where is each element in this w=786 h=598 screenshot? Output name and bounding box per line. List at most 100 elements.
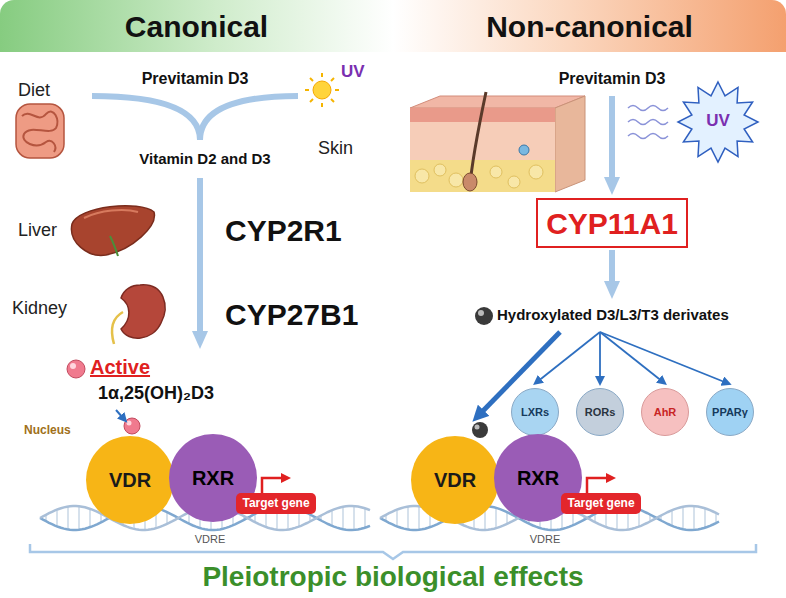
dna-rung [56, 510, 58, 527]
skin-illustration [463, 173, 477, 191]
uv-label: UV [706, 111, 730, 131]
dna-rung [693, 506, 695, 530]
skin-illustration [410, 122, 555, 160]
sun-icon [313, 81, 331, 99]
receptor-name: LXRs [521, 406, 549, 418]
dna-rung [506, 512, 508, 524]
uv-waves [628, 106, 668, 139]
sun-icon [321, 103, 323, 107]
skin-illustration [490, 166, 502, 178]
gene-box: Target gene [561, 493, 641, 514]
enzyme-box: CYP11A1 [536, 198, 688, 248]
skin-illustration [410, 92, 585, 192]
dna-element-label: VDRE [530, 533, 561, 546]
active-label: Active [90, 356, 150, 379]
skin-illustration [415, 164, 543, 188]
dna-rung [353, 506, 355, 530]
dna-rung [704, 508, 706, 527]
liver-icon [110, 236, 118, 256]
sun-icon [310, 99, 313, 102]
dna-rung [396, 510, 398, 527]
canonical-flow-arrow [200, 96, 298, 140]
dna-rung [78, 506, 80, 530]
sun-icon [331, 99, 334, 102]
kidney-icon [112, 312, 123, 344]
compound-label: 1α,25(OH)₂D3 [98, 383, 214, 404]
derivative-ball [475, 425, 480, 430]
dna-rung [495, 508, 497, 528]
noncanonical-flow-arrow [612, 96, 613, 290]
skin-illustration [415, 169, 429, 183]
dna-rung [89, 509, 91, 527]
uv-label: UV [341, 62, 365, 82]
sun-icon [321, 73, 323, 77]
effects-bracket [30, 544, 756, 559]
intestine-icon [22, 112, 57, 152]
dna-rung [342, 507, 344, 529]
derivative-ball [472, 307, 493, 438]
compound-label: Previtamin D3 [142, 70, 249, 88]
enzyme-name: CYP27B1 [225, 298, 358, 333]
receptor-fan-arrows [600, 332, 663, 382]
transcription-arrow [587, 478, 611, 493]
active-ligand-ball [70, 363, 76, 369]
summary-label: Pleiotropic biological effects [202, 561, 583, 593]
active-ligand-ball [124, 418, 140, 434]
kidney-icon [112, 285, 165, 344]
derivative-ball [475, 307, 493, 325]
canonical-flow-arrow [92, 96, 200, 140]
receptor-fan-arrows [600, 332, 727, 383]
active-ligand-ball [67, 360, 85, 378]
effects-bracket [30, 544, 756, 559]
enzyme-name: CYP2R1 [225, 214, 342, 249]
receptor-name: RXR [192, 467, 234, 489]
organ-label: Liver [18, 220, 57, 241]
sun-icon [305, 73, 339, 107]
canonical-flow-arrow [197, 178, 203, 340]
skin-illustration [410, 160, 555, 192]
receptor-circle: VDR [411, 436, 499, 524]
dna-rung [671, 510, 673, 526]
source-label: Skin [318, 138, 353, 159]
receptor-circle: VDR [86, 436, 174, 524]
receptor-name: VDR [434, 469, 476, 491]
gene-box: Target gene [236, 493, 316, 514]
noncanonical-flow-arrow [609, 96, 615, 186]
receptor-fan-arrows [599, 332, 601, 381]
header-band: Canonical [0, 0, 393, 52]
active-ligand-ball [116, 410, 124, 419]
skin-illustration [449, 173, 463, 187]
skin-illustration [470, 92, 486, 186]
transcription-arrow [262, 478, 286, 493]
active-ligand-ball [127, 421, 132, 426]
skin-illustration [508, 176, 520, 188]
compartment-label: Nucleus [24, 424, 71, 438]
derivative-ball [472, 422, 488, 438]
organ-label: Kidney [12, 298, 67, 319]
receptor-name: AhR [654, 406, 677, 418]
dna-rung [67, 507, 69, 530]
receptor-fan-arrows [537, 332, 600, 382]
liver-icon [84, 210, 138, 218]
section-heading: Non-canonical [486, 10, 693, 43]
kidney-icon [121, 285, 165, 338]
receptor-circle: LXRs [511, 388, 559, 436]
gene-label: Target gene [567, 497, 634, 510]
receptor-circle: PPARγ [706, 388, 754, 436]
receptor-name: VDR [109, 469, 151, 491]
header-band: Non-canonical [393, 0, 786, 52]
uv-waves [628, 120, 668, 125]
noncanonical-flow-arrow [609, 250, 615, 290]
dna-rung [418, 506, 420, 530]
receptor-name: RXR [517, 467, 559, 489]
receptor-name: RORs [585, 406, 616, 418]
dna-rung [407, 507, 409, 530]
liver-icon [71, 206, 154, 256]
dna-element-label: VDRE [195, 533, 226, 546]
skin-illustration [529, 165, 543, 179]
dna-rung [682, 507, 684, 529]
compound-label: Vitamin D2 and D3 [139, 150, 270, 167]
sun-icon [331, 78, 334, 81]
intestine-icon [16, 104, 64, 158]
